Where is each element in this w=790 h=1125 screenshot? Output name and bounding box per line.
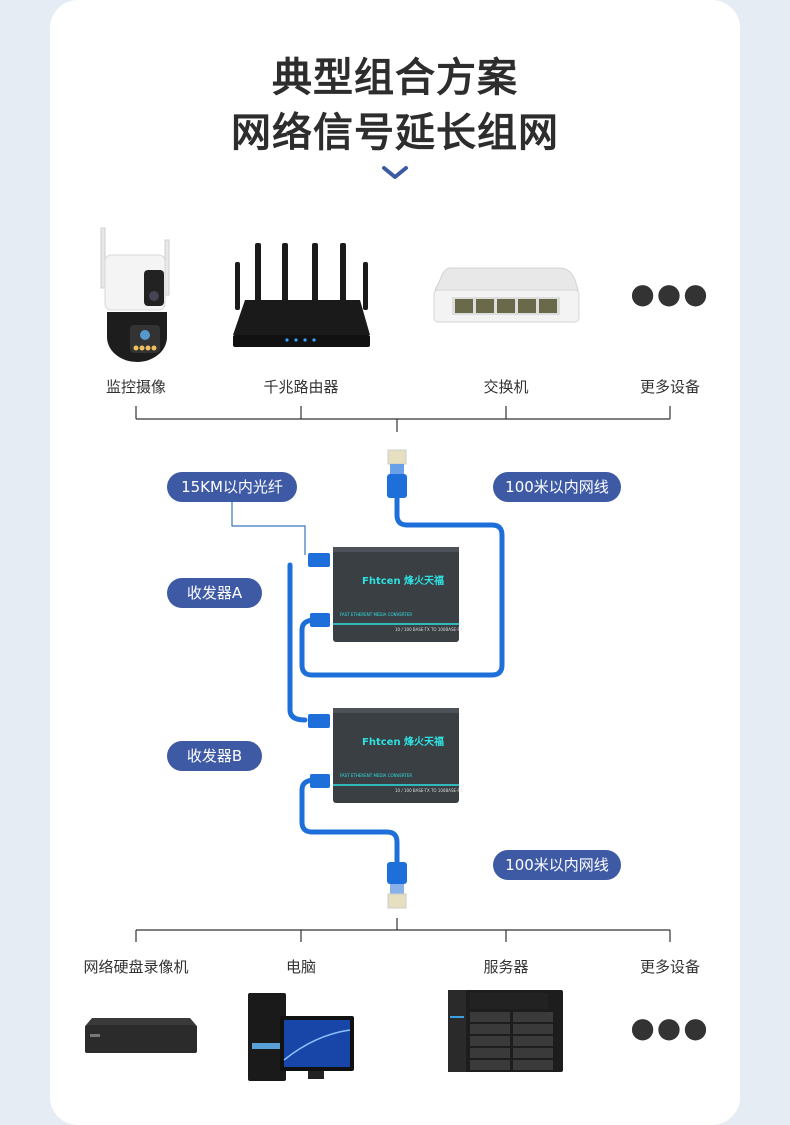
bottom-device-label-more: 更多设备 bbox=[639, 958, 701, 976]
ethernet-cables bbox=[287, 492, 505, 873]
security-camera-icon bbox=[100, 227, 170, 362]
nvr-icon bbox=[85, 1018, 197, 1053]
cable-distance-badge-bottom: 100米以内网线 bbox=[493, 850, 621, 880]
transceiver-a-device bbox=[333, 547, 459, 642]
top-connector-lines bbox=[135, 406, 671, 432]
top-device-label-router: 千兆路由器 bbox=[263, 378, 339, 396]
transceiver-b-model: FAST ETHERENT MEDIA CONVERTER bbox=[340, 773, 413, 778]
rj45-plug-bottom bbox=[387, 862, 407, 909]
more-dots-icon: ●●● bbox=[630, 277, 710, 310]
top-device-label-switch: 交换机 bbox=[483, 378, 529, 396]
transceiver-b-device bbox=[333, 708, 459, 803]
router-icon bbox=[233, 243, 370, 347]
transceiver-b-spec: 10 / 100 BASE-TX TO 100BASE-FX bbox=[395, 788, 463, 793]
cable-distance-badge-top: 100米以内网线 bbox=[493, 472, 621, 502]
bottom-device-label-server: 服务器 bbox=[483, 958, 529, 976]
nas-server-icon bbox=[448, 990, 563, 1072]
transceiver-a-badge: 收发器A bbox=[167, 578, 262, 608]
fiber-distance-badge: 15KM以内光纤 bbox=[167, 472, 297, 502]
transceiver-b-badge: 收发器B bbox=[167, 741, 262, 771]
top-device-label-more: 更多设备 bbox=[639, 378, 701, 396]
chevron-down-icon bbox=[382, 166, 408, 179]
transceiver-a-spec: 10 / 100 BASE-TX TO 100BASE-FX bbox=[395, 627, 463, 632]
transceiver-a-brand: Fhtcen 烽火天福 bbox=[362, 576, 445, 587]
more-dots-icon: ●●● bbox=[630, 1011, 710, 1044]
transceiver-b-brand: Fhtcen 烽火天福 bbox=[362, 737, 445, 748]
bottom-connector-lines bbox=[135, 918, 671, 942]
desktop-computer-icon bbox=[248, 993, 354, 1081]
rj45-plug-top bbox=[387, 449, 407, 498]
transceiver-a-model: FAST ETHERENT MEDIA CONVERTER bbox=[340, 612, 413, 617]
fiber-leader-line bbox=[231, 500, 306, 555]
page-title-line2: 网络信号延长组网 bbox=[231, 110, 559, 156]
network-switch-icon bbox=[433, 267, 580, 323]
bottom-device-label-nvr: 网络硬盘录像机 bbox=[83, 958, 189, 976]
bottom-device-label-pc: 电脑 bbox=[285, 958, 317, 976]
top-device-label-camera: 监控摄像 bbox=[105, 378, 167, 396]
page-title-line1: 典型组合方案 bbox=[272, 55, 518, 101]
fiber-connectors bbox=[308, 553, 330, 788]
